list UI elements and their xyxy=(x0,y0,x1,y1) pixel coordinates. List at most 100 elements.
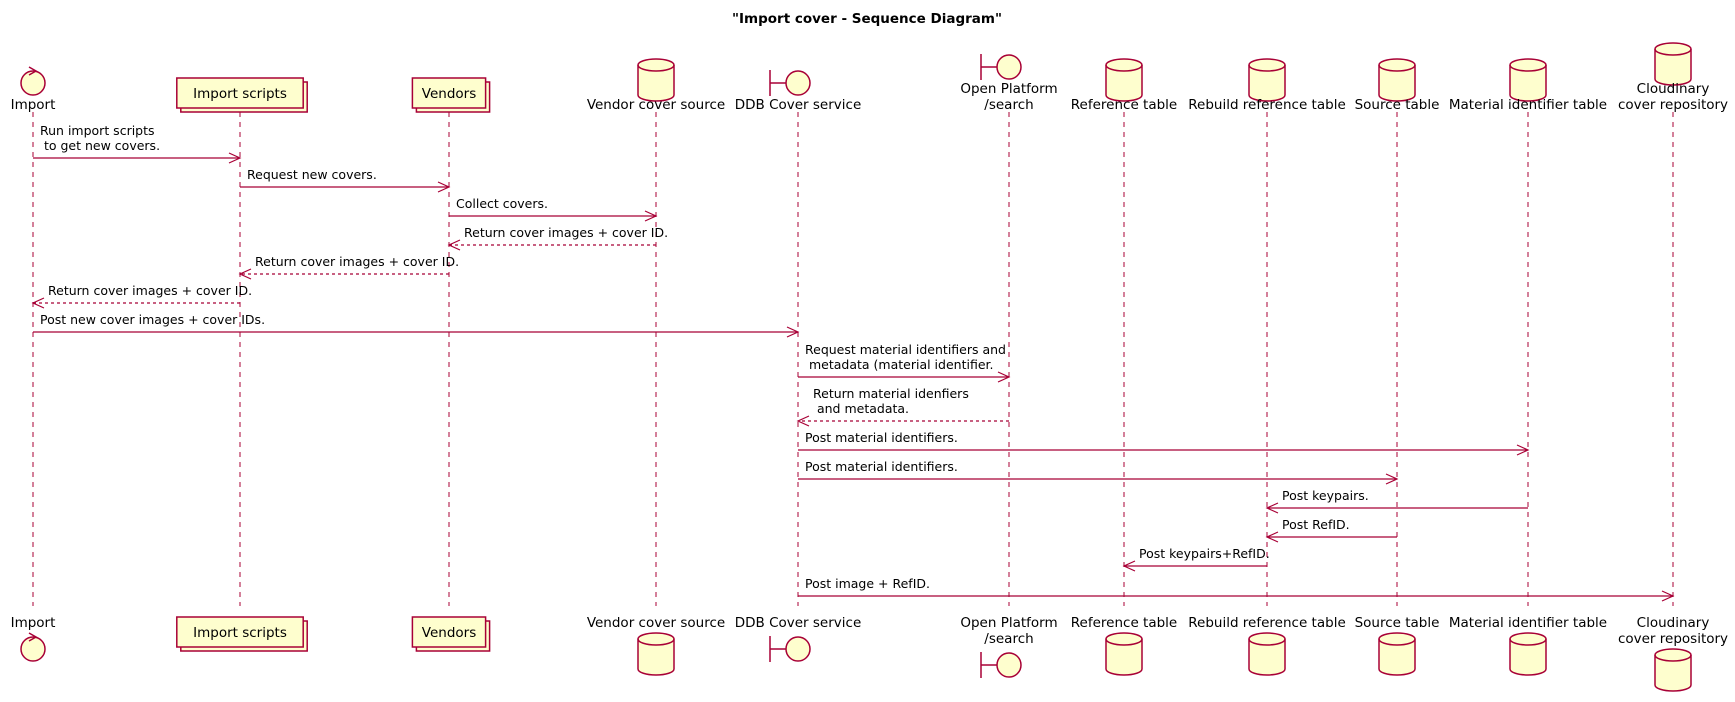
message-10: Post material identifiers. xyxy=(798,430,1530,456)
message-label: to get new covers. xyxy=(40,138,160,153)
participant-source-top: Source table xyxy=(1355,58,1440,113)
diagram-title: "Import cover - Sequence Diagram" xyxy=(732,11,1002,27)
arrow-head-icon xyxy=(1122,560,1136,572)
participant-label: Cloudinary xyxy=(1637,615,1710,631)
arrow-head-icon xyxy=(997,371,1011,383)
participant-label: /search xyxy=(984,631,1033,647)
participant-ddb-top: DDB Cover service xyxy=(735,70,862,113)
message-1: Run import scripts to get new covers. xyxy=(33,123,242,164)
message-label: Run import scripts xyxy=(40,123,155,138)
message-8: Request material identifiers and metadat… xyxy=(798,342,1011,383)
participant-scripts-bottom: Import scripts xyxy=(176,616,308,652)
message-label: Post material identifiers. xyxy=(805,459,958,474)
message-label: Post keypairs+RefID. xyxy=(1139,546,1270,561)
lifelines xyxy=(32,112,1674,606)
participant-label: Rebuild reference table xyxy=(1188,97,1346,113)
arrow-head-icon xyxy=(786,326,800,338)
participant-source-bottom: Source table xyxy=(1355,615,1440,676)
participant-label: Open Platform xyxy=(960,81,1057,97)
arrow-head-icon xyxy=(447,239,461,251)
message-label: Return cover images + cover ID. xyxy=(255,254,459,269)
message-11: Post material identifiers. xyxy=(798,459,1399,485)
message-12: Post keypairs. xyxy=(1265,488,1528,514)
message-label: Post keypairs. xyxy=(1282,488,1369,503)
participant-label: Vendor cover source xyxy=(587,97,725,113)
message-2: Request new covers. xyxy=(240,167,451,193)
arrow-head-icon xyxy=(31,297,45,309)
message-label: Return cover images + cover ID. xyxy=(48,283,252,298)
participant-vendors-top: Vendors xyxy=(411,77,491,113)
message-7: Post new cover images + cover IDs. xyxy=(33,312,800,338)
participant-label: DDB Cover service xyxy=(735,97,862,113)
arrow-head-icon xyxy=(1661,590,1675,602)
participant-label: Import xyxy=(11,97,56,113)
participant-label: DDB Cover service xyxy=(735,615,862,631)
participant-reference-top: Reference table xyxy=(1071,58,1177,113)
message-14: Post keypairs+RefID. xyxy=(1122,546,1270,572)
message-label: Request new covers. xyxy=(247,167,377,182)
participant-vendors-bottom: Vendors xyxy=(411,616,491,652)
participant-label: Import xyxy=(11,615,56,631)
message-3: Collect covers. xyxy=(449,196,658,222)
messages: Run import scripts to get new covers. Req… xyxy=(31,123,1675,602)
participant-label: Import scripts xyxy=(193,86,287,102)
participant-label: cover repository xyxy=(1618,631,1728,647)
participant-label: Open Platform xyxy=(960,615,1057,631)
participant-label: Vendors xyxy=(422,86,476,102)
message-label: Post new cover images + cover IDs. xyxy=(40,312,265,327)
arrow-head-icon xyxy=(1516,444,1530,456)
participant-ddb-bottom: DDB Cover service xyxy=(735,615,862,662)
participant-vendor_source-bottom: Vendor cover source xyxy=(587,615,725,676)
participant-material-bottom: Material identifier table xyxy=(1449,615,1607,676)
participant-label: Rebuild reference table xyxy=(1188,615,1346,631)
arrow-head-icon xyxy=(437,181,451,193)
participant-import-top: Import xyxy=(11,66,56,113)
participant-label: Vendor cover source xyxy=(587,615,725,631)
message-9: Return material idenfiers and metadata. xyxy=(796,386,1009,427)
participant-vendor_source-top: Vendor cover source xyxy=(587,58,725,113)
arrow-head-icon xyxy=(1265,531,1279,543)
participant-label: Source table xyxy=(1355,97,1440,113)
message-label: Return cover images + cover ID. xyxy=(464,225,668,240)
message-label: Return material idenfiers xyxy=(813,386,969,401)
message-6: Return cover images + cover ID. xyxy=(31,283,252,309)
participant-rebuild-top: Rebuild reference table xyxy=(1188,58,1346,113)
message-4: Return cover images + cover ID. xyxy=(447,225,668,251)
participant-openplatform-top: Open Platform/search xyxy=(960,54,1058,113)
arrow-head-icon xyxy=(1385,473,1399,485)
participant-rebuild-bottom: Rebuild reference table xyxy=(1188,615,1346,676)
arrow-head-icon xyxy=(644,210,658,222)
participant-reference-bottom: Reference table xyxy=(1071,615,1177,676)
participant-label: Cloudinary xyxy=(1637,81,1710,97)
participant-label: Vendors xyxy=(422,625,476,641)
participant-openplatform-bottom: Open Platform/search xyxy=(960,615,1058,678)
arrow-head-icon xyxy=(228,152,242,164)
message-15: Post image + RefID. xyxy=(798,576,1675,602)
participant-material-top: Material identifier table xyxy=(1449,58,1607,113)
message-5: Return cover images + cover ID. xyxy=(238,254,459,280)
participant-label: /search xyxy=(984,97,1033,113)
participant-label: Reference table xyxy=(1071,97,1177,113)
participant-label: Reference table xyxy=(1071,615,1177,631)
participant-label: Material identifier table xyxy=(1449,97,1607,113)
message-label: metadata (material identifier. xyxy=(805,357,993,372)
participant-label: Import scripts xyxy=(193,625,287,641)
participant-label: cover repository xyxy=(1618,97,1728,113)
message-13: Post RefID. xyxy=(1265,517,1397,543)
arrow-head-icon xyxy=(238,268,252,280)
participant-label: Material identifier table xyxy=(1449,615,1607,631)
message-label: Post material identifiers. xyxy=(805,430,958,445)
participant-label: Source table xyxy=(1355,615,1440,631)
message-label: Collect covers. xyxy=(456,196,548,211)
message-label: and metadata. xyxy=(813,401,909,416)
arrow-head-icon xyxy=(796,415,810,427)
message-label: Post image + RefID. xyxy=(805,576,930,591)
message-label: Post RefID. xyxy=(1282,517,1350,532)
participant-scripts-top: Import scripts xyxy=(176,77,308,113)
participant-import-bottom: Import xyxy=(11,615,56,662)
